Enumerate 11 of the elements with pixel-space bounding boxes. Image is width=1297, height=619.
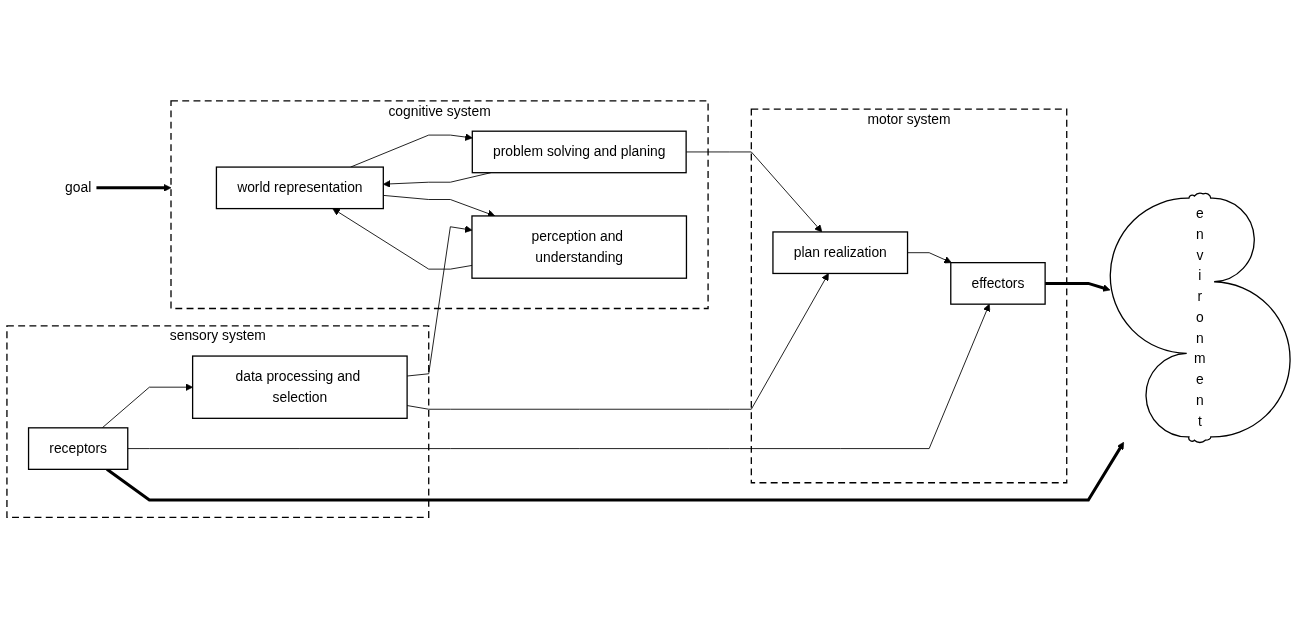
node-box: effectors — [950, 262, 1046, 306]
node-box: plan realization — [772, 231, 909, 275]
arrow — [106, 442, 1125, 502]
node-box: problem solving and planing — [471, 130, 687, 174]
node-box: perception and understanding — [471, 215, 688, 280]
node-text: goal — [65, 180, 92, 196]
node-box: receptors — [27, 427, 129, 471]
node-box: data processing and selection — [191, 355, 408, 420]
node-box: world representation — [215, 166, 384, 210]
arrow — [96, 184, 172, 192]
arrow — [1045, 282, 1111, 292]
